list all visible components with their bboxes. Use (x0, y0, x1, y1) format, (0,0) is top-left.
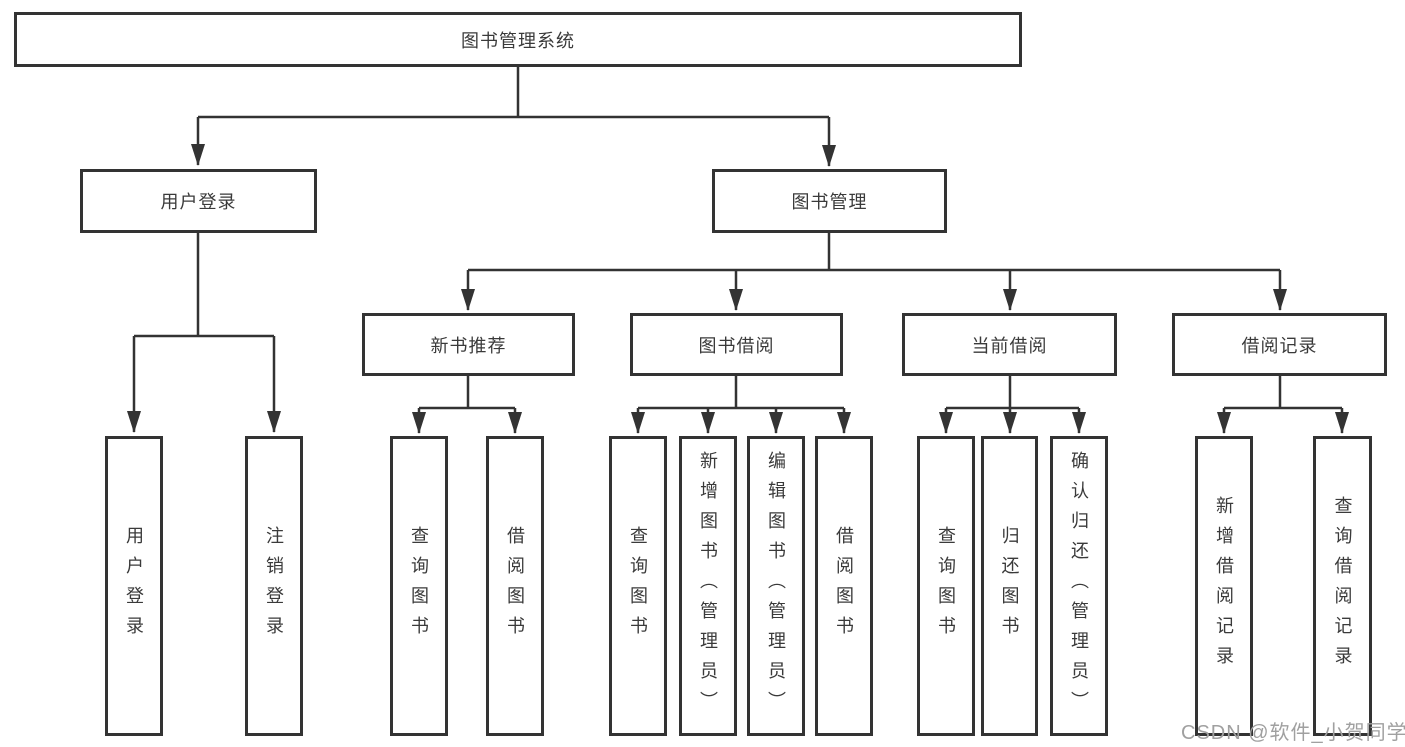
csdn-watermark: CSDN @软件_小贺同学 (1181, 722, 1405, 744)
node-book-borrowing: 图书借阅 (630, 313, 843, 376)
leaf-add-borrow-record: 新增借阅记录 (1195, 436, 1253, 736)
leaf-return-book: 归还图书 (981, 436, 1038, 736)
leaf-query-books-current: 查询图书 (917, 436, 975, 736)
leaf-edit-book-admin: 编辑图书（管理员） (747, 436, 805, 736)
leaf-query-books-borrowing: 查询图书 (609, 436, 667, 736)
leaf-logout: 注销登录 (245, 436, 303, 736)
node-root: 图书管理系统 (14, 12, 1022, 67)
leaf-borrow-books-recommend: 借阅图书 (486, 436, 544, 736)
leaf-add-book-admin: 新增图书（管理员） (679, 436, 737, 736)
node-new-book-recommend: 新书推荐 (362, 313, 575, 376)
leaf-borrow-books-borrowing: 借阅图书 (815, 436, 873, 736)
node-current-borrowing: 当前借阅 (902, 313, 1117, 376)
node-borrow-records: 借阅记录 (1172, 313, 1387, 376)
leaf-confirm-return-admin: 确认归还（管理员） (1050, 436, 1108, 736)
leaf-query-books-recommend: 查询图书 (390, 436, 448, 736)
node-user-login: 用户登录 (80, 169, 317, 233)
leaf-user-login: 用户登录 (105, 436, 163, 736)
node-book-management: 图书管理 (712, 169, 947, 233)
leaf-query-borrow-record: 查询借阅记录 (1313, 436, 1372, 736)
